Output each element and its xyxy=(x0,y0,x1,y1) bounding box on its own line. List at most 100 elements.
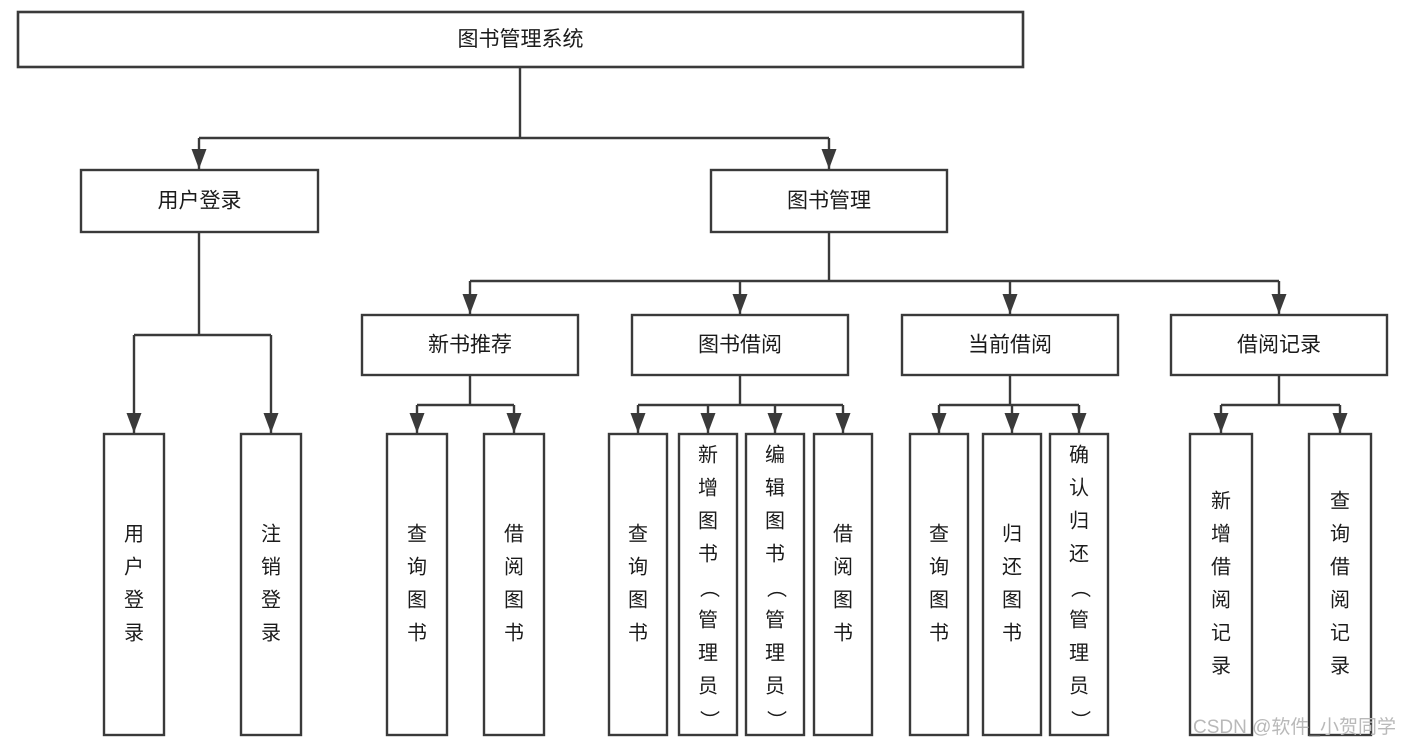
node-leaf-logout[interactable]: 注销登录注销登录 xyxy=(239,432,303,737)
node-label-char: 归 xyxy=(1069,509,1089,532)
node-label-root: 图书管理系统 xyxy=(458,28,584,51)
node-label-char: 理 xyxy=(698,642,718,664)
node-label-char: 理 xyxy=(1069,642,1089,664)
node-leaf-borrow-book[interactable]: 借阅图书借阅图书 xyxy=(812,432,874,737)
node-label-char: 阅 xyxy=(833,555,853,578)
node-label-char: 员 xyxy=(765,675,785,697)
node-label-char: 归 xyxy=(1002,522,1022,545)
node-label-char: 录 xyxy=(261,622,281,644)
connector-arrowhead xyxy=(700,413,716,433)
node-label-char: 图 xyxy=(1002,589,1022,611)
node-label-char: 编 xyxy=(765,443,785,466)
connector-arrowhead xyxy=(1004,413,1020,433)
connector-arrowhead xyxy=(1002,294,1018,314)
connector-arrowhead xyxy=(263,413,279,433)
node-box-leaf-user-login[interactable] xyxy=(102,432,166,737)
node-label-char: 注 xyxy=(261,522,281,545)
node-box-root[interactable] xyxy=(16,10,1025,69)
node-box-user-login[interactable] xyxy=(79,168,320,234)
node-label-char: 登 xyxy=(261,588,281,611)
node-label-char: 借 xyxy=(1330,555,1350,578)
node-box-leaf-return-book[interactable] xyxy=(981,432,1043,737)
connector-arrowhead xyxy=(1332,413,1348,433)
node-label-char: 增 xyxy=(698,476,718,499)
node-label-char: 查 xyxy=(407,522,427,545)
connector-arrowhead xyxy=(462,294,478,314)
node-label-char: 新 xyxy=(1211,489,1231,512)
node-label-char: 图 xyxy=(833,589,853,611)
connector-group xyxy=(132,232,273,433)
node-box-borrow-record[interactable] xyxy=(1169,313,1389,377)
node-borrow-record[interactable]: 借阅记录 xyxy=(1169,313,1389,377)
node-label-borrow-record: 借阅记录 xyxy=(1237,334,1321,357)
node-box-leaf-borrow-book-rec[interactable] xyxy=(482,432,546,737)
node-label-char: 询 xyxy=(407,555,427,578)
node-box-new-book-recommend[interactable] xyxy=(360,313,580,377)
node-leaf-add-record[interactable]: 新增借阅记录新增借阅记录 xyxy=(1188,432,1254,737)
connector-arrowhead xyxy=(931,413,947,433)
node-box-book-borrow[interactable] xyxy=(630,313,850,377)
node-label-char: ） xyxy=(765,710,788,730)
node-label-char: 查 xyxy=(628,522,648,545)
node-box-leaf-confirm-return[interactable] xyxy=(1048,432,1110,737)
node-current-borrow[interactable]: 当前借阅 xyxy=(900,313,1120,377)
node-box-leaf-query-record[interactable] xyxy=(1307,432,1373,737)
node-leaf-query-book-cur[interactable]: 查询图书查询图书 xyxy=(908,432,970,737)
connector-arrowhead xyxy=(409,413,425,433)
node-label-char: 阅 xyxy=(504,555,524,578)
node-label-char: 书 xyxy=(698,542,718,565)
node-leaf-query-book-borrow[interactable]: 查询图书查询图书 xyxy=(607,432,669,737)
node-label-char: 询 xyxy=(1330,522,1350,545)
node-label-char: 询 xyxy=(929,555,949,578)
node-user-login[interactable]: 用户登录 xyxy=(79,168,320,234)
node-new-book-recommend[interactable]: 新书推荐 xyxy=(360,313,580,377)
watermark-label: CSDN @软件_小贺同学 xyxy=(1193,716,1396,738)
node-book-borrow[interactable]: 图书借阅 xyxy=(630,313,850,377)
node-label-char: 书 xyxy=(628,621,648,644)
node-label-char: 记 xyxy=(1330,621,1350,644)
connector-arrowhead xyxy=(821,149,837,169)
connector-group xyxy=(1219,375,1342,433)
node-label-char: 还 xyxy=(1002,555,1022,578)
node-box-book-manage[interactable] xyxy=(709,168,949,234)
node-label-char: 图 xyxy=(765,510,785,532)
connector-arrowhead xyxy=(506,413,522,433)
node-box-current-borrow[interactable] xyxy=(900,313,1120,377)
node-label-char: 书 xyxy=(765,542,785,565)
node-label-char: 图 xyxy=(929,589,949,611)
connector-arrowhead xyxy=(1271,294,1287,314)
node-box-leaf-borrow-book[interactable] xyxy=(812,432,874,737)
connector-group xyxy=(415,375,516,433)
node-leaf-user-login[interactable]: 用户登录用户登录 xyxy=(102,432,166,737)
node-book-manage[interactable]: 图书管理 xyxy=(709,168,949,234)
node-leaf-return-book[interactable]: 归还图书归还图书 xyxy=(981,432,1043,737)
node-box-leaf-logout[interactable] xyxy=(239,432,303,737)
node-label-char: 销 xyxy=(261,555,281,578)
node-label-char: （ xyxy=(698,578,721,598)
node-label-char: 用 xyxy=(124,523,144,545)
node-box-leaf-add-record[interactable] xyxy=(1188,432,1254,737)
node-label-char: 确 xyxy=(1069,443,1089,466)
node-label-char: 管 xyxy=(1069,608,1089,631)
node-box-leaf-query-book-rec[interactable] xyxy=(385,432,449,737)
node-leaf-query-record[interactable]: 查询借阅记录查询借阅记录 xyxy=(1307,432,1373,737)
node-box-leaf-edit-book[interactable] xyxy=(744,432,806,737)
node-box-leaf-query-book-cur[interactable] xyxy=(908,432,970,737)
node-root[interactable]: 图书管理系统 xyxy=(16,10,1025,69)
node-box-leaf-add-book[interactable] xyxy=(677,432,739,737)
node-label-char: 书 xyxy=(929,621,949,644)
node-leaf-borrow-book-rec[interactable]: 借阅图书借阅图书 xyxy=(482,432,546,737)
node-leaf-query-book-rec[interactable]: 查询图书查询图书 xyxy=(385,432,449,737)
connector-group xyxy=(636,375,845,433)
connector-arrowhead xyxy=(630,413,646,433)
node-label-char: 录 xyxy=(1330,655,1350,677)
node-box-leaf-query-book-borrow[interactable] xyxy=(607,432,669,737)
node-label-char: （ xyxy=(765,578,788,598)
node-label-char: 录 xyxy=(1211,655,1231,677)
node-label-char: 借 xyxy=(833,522,853,545)
node-label-char: ） xyxy=(1069,710,1092,730)
